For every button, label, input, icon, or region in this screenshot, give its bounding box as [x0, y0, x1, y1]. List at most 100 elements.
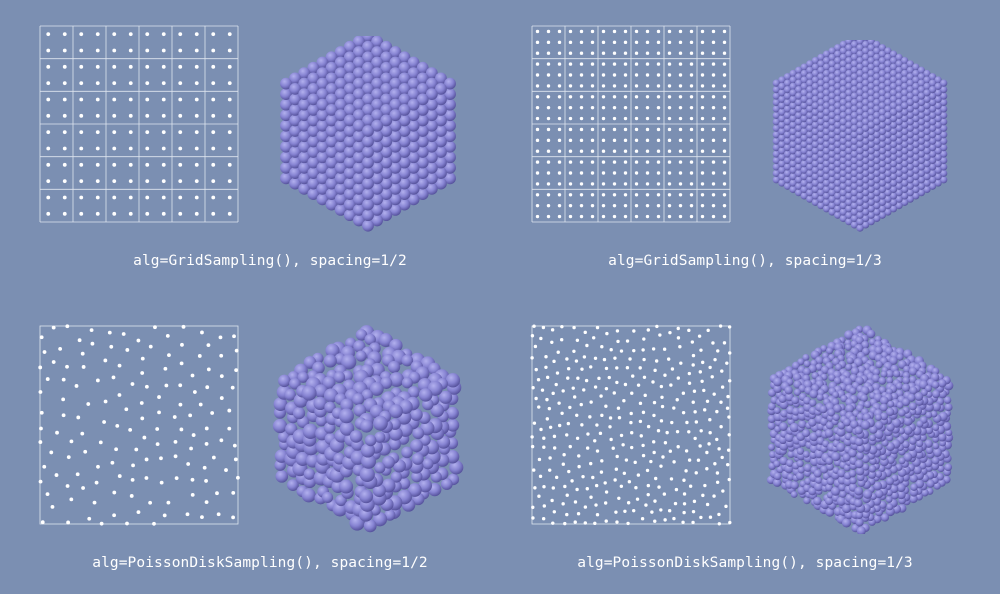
- cube-sphere: [873, 189, 881, 197]
- sample-point: [128, 211, 133, 216]
- sample-point: [668, 330, 672, 335]
- sample-point: [612, 116, 617, 121]
- cube-sphere: [889, 140, 898, 148]
- cube-sphere: [873, 66, 881, 74]
- cube-sphere: [828, 85, 836, 94]
- sample-point: [593, 385, 598, 389]
- cube-sphere: [359, 489, 374, 504]
- cube-sphere: [811, 153, 819, 161]
- sample-point: [96, 464, 100, 469]
- cube-sphere: [389, 193, 402, 206]
- cube-sphere: [407, 140, 420, 153]
- sample-point: [604, 366, 609, 371]
- sample-point: [700, 379, 704, 383]
- sample-point: [711, 193, 716, 197]
- cube-sphere: [772, 156, 780, 165]
- cube-sphere: [912, 127, 920, 136]
- cube-sphere: [873, 182, 881, 190]
- sample-point: [722, 341, 727, 345]
- cube-sphere: [928, 79, 937, 87]
- sample-point: [112, 195, 117, 200]
- cube-sphere: [280, 130, 292, 143]
- cube-sphere: [937, 379, 947, 388]
- sample-point: [646, 328, 650, 332]
- sample-point: [38, 365, 43, 370]
- sample-point: [557, 95, 562, 99]
- cube-sphere: [280, 88, 292, 101]
- cube-sphere: [834, 76, 842, 84]
- sample-point: [605, 331, 609, 336]
- cube-sphere: [850, 66, 859, 74]
- cube-sphere: [298, 67, 311, 79]
- cube-sphere: [289, 377, 301, 390]
- cube-sphere: [937, 432, 947, 442]
- cube-sphere: [773, 384, 782, 394]
- cube-sphere: [824, 428, 834, 438]
- sample-point: [687, 458, 692, 462]
- sample-point: [128, 195, 133, 200]
- cube-sphere: [867, 102, 875, 110]
- cube-sphere: [923, 166, 931, 174]
- sample-point: [95, 64, 100, 69]
- sample-point: [634, 51, 639, 55]
- sample-point: [634, 84, 639, 88]
- cube-sphere: [811, 140, 819, 148]
- cube-sphere: [831, 452, 841, 462]
- sample-point: [662, 492, 667, 496]
- cube-sphere: [411, 452, 424, 465]
- sample-point: [678, 73, 683, 77]
- sample-point: [112, 64, 117, 69]
- cube-sphere: [789, 185, 797, 194]
- sample-point: [589, 365, 593, 369]
- sample-point: [561, 389, 565, 393]
- cube-sphere: [862, 489, 873, 499]
- cube-sphere: [334, 77, 347, 90]
- sample-point: [639, 434, 643, 438]
- cube-sphere: [834, 95, 842, 103]
- cube-sphere: [826, 462, 834, 471]
- sample-point: [604, 490, 609, 494]
- cube-sphere: [334, 204, 347, 216]
- cube-sphere: [878, 89, 886, 97]
- sample-point: [597, 376, 601, 381]
- cube-sphere: [316, 67, 329, 79]
- cube-sphere: [845, 185, 853, 194]
- cube-sphere: [325, 104, 338, 116]
- sample-point: [694, 420, 699, 424]
- cube-sphere: [334, 119, 347, 132]
- cube-sphere: [839, 182, 847, 190]
- sample-point: [166, 500, 171, 505]
- sample-point: [711, 214, 716, 219]
- sample-point: [568, 182, 573, 186]
- sample-point: [678, 149, 683, 153]
- cube-sphere: [836, 496, 847, 506]
- sample-point: [667, 105, 672, 110]
- cube-sphere: [940, 176, 948, 184]
- cube-sphere: [886, 423, 895, 432]
- sample-point: [202, 465, 207, 470]
- sample-point: [554, 475, 559, 480]
- cube-sphere: [932, 424, 940, 432]
- cube-sphere: [895, 105, 903, 113]
- cube-sphere: [845, 40, 853, 45]
- cube-sphere: [878, 114, 886, 123]
- sample-point: [590, 105, 595, 110]
- cube-sphere: [917, 137, 925, 145]
- cube-sphere: [343, 156, 356, 169]
- sample-point: [700, 203, 705, 208]
- cube-sphere: [834, 185, 842, 194]
- sample-point: [178, 81, 183, 86]
- cube-sphere: [388, 437, 401, 451]
- sample-point: [219, 438, 224, 443]
- cube-sphere: [828, 124, 836, 132]
- cube-sphere: [912, 108, 920, 116]
- cube-sphere: [407, 483, 422, 497]
- cube-sphere: [895, 176, 903, 184]
- cube-sphere: [811, 102, 819, 110]
- cube-sphere: [435, 104, 447, 116]
- cube-sphere: [901, 192, 909, 200]
- cube-sphere: [783, 143, 792, 152]
- sample-point: [194, 162, 199, 167]
- cube-sphere: [768, 443, 776, 451]
- cube-sphere: [923, 127, 931, 136]
